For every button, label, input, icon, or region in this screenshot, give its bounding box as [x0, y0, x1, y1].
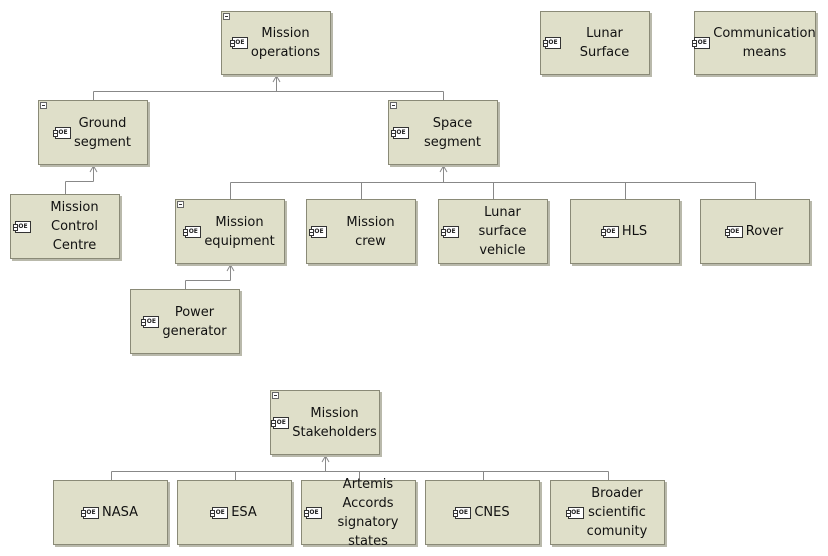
component-icon: OE	[565, 506, 584, 519]
node-label: Artemis Accords signatory states	[337, 476, 399, 549]
component-icon: OE	[141, 315, 160, 328]
component-icon: OE	[543, 37, 561, 49]
node-label: ESA	[231, 505, 257, 520]
component-icon: OE	[309, 225, 327, 238]
component-icon: OE	[441, 225, 459, 238]
collapse-toggle-icon[interactable]	[223, 13, 230, 20]
node-label: Lunar surface vehicle	[478, 205, 527, 258]
node-label: Space segment	[423, 115, 482, 150]
component-icon: OE	[304, 506, 322, 519]
component-icon: OE	[692, 37, 711, 49]
component-icon: OE	[600, 225, 619, 238]
node-lunar-surface-vehicle[interactable]: OE Lunar surface vehicle	[438, 199, 548, 264]
node-label: Mission operations	[250, 26, 321, 60]
arrowhead-icon	[321, 455, 330, 463]
node-label: NASA	[101, 505, 138, 520]
collapse-toggle-icon[interactable]	[40, 102, 47, 109]
node-label: Lunar Surface	[579, 26, 630, 60]
component-icon: OE	[391, 126, 409, 139]
component-icon: OE	[80, 506, 99, 519]
node-mission-control-centre[interactable]: OE Mission Control Centre	[10, 194, 120, 259]
arrowhead-icon	[226, 264, 235, 272]
arrowhead-icon	[89, 165, 98, 173]
node-label: Broader scientific comunity	[586, 486, 648, 539]
component-icon: OE	[210, 506, 229, 519]
node-label: Ground segment	[73, 115, 132, 150]
node-mission-crew[interactable]: OE Mission crew	[306, 199, 416, 264]
component-icon: OE	[183, 225, 202, 238]
node-label: Mission Control Centre	[50, 200, 99, 253]
arrowhead-icon	[439, 165, 448, 173]
collapse-toggle-icon[interactable]	[272, 392, 279, 399]
node-label: Mission Stakeholders	[292, 405, 377, 440]
component-icon: OE	[229, 37, 248, 49]
node-artemis-accords[interactable]: OE Artemis Accords signatory states	[301, 477, 416, 549]
node-content: OE Lunar Surface	[541, 24, 649, 62]
node-label: CNES	[474, 505, 510, 520]
node-lunar-surface[interactable]: OE Lunar Surface	[540, 11, 650, 75]
node-space-segment[interactable]: OE Space segment	[388, 100, 498, 165]
node-content: OE Lunar surface vehicle	[439, 203, 547, 260]
component-icon: OE	[52, 126, 71, 139]
node-label: Mission equipment	[204, 214, 275, 249]
collapse-toggle-icon[interactable]	[390, 102, 397, 109]
node-content: OE Artemis Accords signatory states	[302, 475, 415, 551]
node-label: Mission crew	[346, 214, 395, 249]
node-label: HLS	[621, 224, 648, 239]
node-content: OE Mission Control Centre	[11, 198, 119, 255]
component-icon: OE	[271, 416, 290, 429]
node-label: Power generator	[162, 304, 227, 339]
component-icon: OE	[453, 506, 472, 519]
node-label: Rover	[745, 224, 784, 239]
component-icon: OE	[13, 220, 31, 233]
node-content: OE Space segment	[389, 114, 497, 152]
node-label: Communication means	[713, 26, 816, 60]
collapse-toggle-icon[interactable]	[177, 201, 184, 208]
arrowhead-icon	[272, 75, 281, 83]
node-content: OE Mission crew	[307, 213, 415, 251]
component-icon: OE	[724, 225, 743, 238]
